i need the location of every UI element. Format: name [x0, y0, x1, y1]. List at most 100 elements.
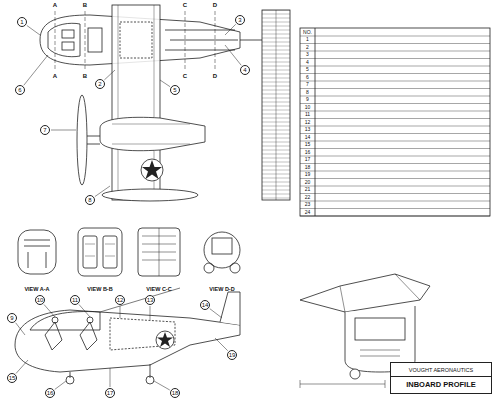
plan-view-stroke	[141, 159, 163, 181]
plan-view-stroke	[276, 10, 277, 200]
table-cell: 6	[300, 74, 315, 82]
plan-view-stroke	[62, 42, 74, 50]
section-views-stroke	[78, 228, 122, 276]
section-views-stroke	[212, 238, 232, 254]
side-profile-stroke	[52, 317, 58, 323]
section-letter: D	[213, 73, 217, 79]
table-rule	[300, 178, 490, 179]
table-rule	[300, 43, 490, 44]
plan-view-stroke	[77, 95, 87, 185]
leader-line	[225, 24, 236, 35]
table-rule	[300, 216, 490, 217]
side-profile-stroke	[157, 332, 173, 347]
section-letter: A	[53, 2, 57, 8]
side-profile	[15, 288, 240, 384]
section-views-stroke	[138, 228, 180, 276]
callout-number: 19	[227, 350, 237, 360]
table-rule	[300, 118, 490, 119]
leader-line	[51, 130, 76, 131]
plan-view-stroke	[48, 23, 80, 56]
callout-number: 6	[15, 85, 25, 95]
table-rule	[300, 103, 490, 104]
table-cell: 7	[300, 81, 315, 89]
side-profile-stroke	[110, 318, 175, 350]
callout-number: 7	[40, 125, 50, 135]
callout-number: 9	[7, 313, 17, 323]
front-view-stroke	[300, 380, 385, 388]
table-cell: 5	[300, 66, 315, 74]
table-cell: 15	[300, 141, 315, 149]
table-cell: 12	[300, 119, 315, 127]
section-letter: A	[53, 73, 57, 79]
table-cell: 14	[300, 134, 315, 142]
leader-line	[79, 304, 90, 317]
table-rule	[300, 133, 490, 134]
table-cell: 20	[300, 179, 315, 187]
title-block: VOUGHT AERONAUTICSINBOARD PROFILE	[390, 362, 492, 394]
callout-number: 3	[235, 15, 245, 25]
section-views-stroke	[204, 263, 214, 273]
leader-line	[27, 26, 40, 35]
leader-line	[95, 186, 110, 197]
side-profile-stroke	[156, 331, 174, 349]
table-rule	[300, 141, 490, 142]
callout-number: 5	[170, 85, 180, 95]
side-profile-stroke	[220, 292, 240, 325]
section-views-stroke	[24, 240, 50, 268]
view-label: VIEW A-A	[24, 287, 49, 293]
section-letter: C	[183, 2, 187, 8]
section-views-stroke	[230, 263, 240, 273]
view-label: VIEW D-D	[209, 287, 234, 293]
plan-view	[40, 5, 290, 201]
callout-number: 14	[200, 300, 210, 310]
section-views-stroke	[103, 236, 117, 268]
table-cell: 10	[300, 104, 315, 112]
leader-line	[55, 381, 66, 389]
table-rule	[300, 163, 490, 164]
callout-number: 8	[85, 195, 95, 205]
table-rule	[300, 66, 490, 67]
leader-line	[225, 45, 241, 65]
callout-number: 12	[115, 295, 125, 305]
table-rule	[300, 186, 490, 187]
table-cell: 21	[300, 186, 315, 194]
table-rule	[300, 201, 490, 202]
section-letter: C	[183, 73, 187, 79]
table-rule	[300, 81, 490, 82]
side-profile-stroke	[146, 376, 154, 384]
leader-line	[160, 80, 170, 87]
table-rule	[300, 36, 490, 37]
leader-line	[120, 306, 121, 318]
section-views	[18, 228, 240, 276]
table-cell: 3	[300, 51, 315, 59]
side-profile-stroke	[87, 317, 93, 323]
callout-number: 11	[70, 295, 80, 305]
section-letter: B	[83, 2, 87, 8]
plan-view-stroke	[240, 40, 262, 41]
plan-view-stroke	[142, 160, 162, 179]
table-rule	[300, 58, 490, 59]
side-profile-stroke	[15, 310, 240, 372]
table-cell: 17	[300, 156, 315, 164]
table-cell: NO.	[300, 28, 315, 36]
table-cell: 1	[300, 36, 315, 44]
table-cell: 9	[300, 96, 315, 104]
front-view-stroke	[355, 318, 405, 340]
table-rule	[300, 171, 490, 172]
front-view-stroke	[340, 274, 420, 312]
table-cell: 18	[300, 164, 315, 172]
parts-table-stroke	[315, 28, 316, 216]
drawing-title: INBOARD PROFILE	[391, 376, 491, 393]
side-profile-stroke	[45, 322, 97, 350]
company-name: VOUGHT AERONAUTICS	[391, 363, 491, 376]
section-views-stroke	[18, 230, 56, 274]
parts-table-stroke	[300, 28, 490, 216]
view-label: VIEW C-C	[146, 287, 171, 293]
callout-number: 13	[145, 295, 155, 305]
callout-number: 17	[105, 388, 115, 398]
callout-number: 1	[17, 17, 27, 27]
table-cell: 16	[300, 149, 315, 157]
leader-line	[110, 368, 111, 387]
table-cell: 24	[300, 209, 315, 217]
table-rule	[300, 111, 490, 112]
